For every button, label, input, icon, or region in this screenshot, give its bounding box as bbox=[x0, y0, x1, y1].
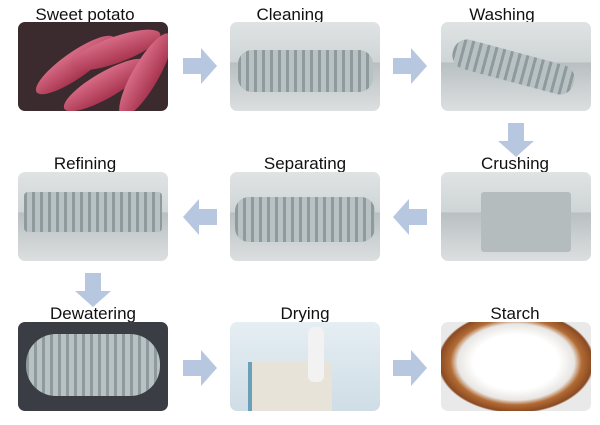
dewatering-machine-image bbox=[18, 322, 168, 411]
crushing-machine-image bbox=[441, 172, 591, 261]
step-label-refining: Refining bbox=[53, 154, 117, 173]
arrow-left-icon bbox=[183, 199, 217, 235]
step-label-drying: Drying bbox=[280, 304, 330, 323]
step-label-cleaning: Cleaning bbox=[256, 5, 324, 24]
step-label-starch: Starch bbox=[490, 304, 540, 323]
arrow-right-icon bbox=[393, 350, 427, 386]
starch-image bbox=[441, 322, 591, 411]
drying-tower-image bbox=[230, 322, 380, 411]
washing-machine-image bbox=[441, 22, 591, 111]
step-label-crushing: Crushing bbox=[480, 154, 550, 173]
step-label-dewatering: Dewatering bbox=[50, 304, 136, 323]
sweet-potato-image bbox=[18, 22, 168, 111]
refining-machine-image bbox=[18, 172, 168, 261]
arrow-right-icon bbox=[393, 48, 427, 84]
arrow-down-icon bbox=[75, 273, 111, 307]
arrow-down-icon bbox=[498, 123, 534, 157]
step-label-separating: Separating bbox=[263, 154, 347, 173]
step-label-washing: Washing bbox=[469, 5, 535, 24]
separating-machine-image bbox=[230, 172, 380, 261]
arrow-right-icon bbox=[183, 48, 217, 84]
step-label-sweet-potato: Sweet potato bbox=[35, 5, 135, 24]
cleaning-machine-image bbox=[230, 22, 380, 111]
arrow-right-icon bbox=[183, 350, 217, 386]
arrow-left-icon bbox=[393, 199, 427, 235]
